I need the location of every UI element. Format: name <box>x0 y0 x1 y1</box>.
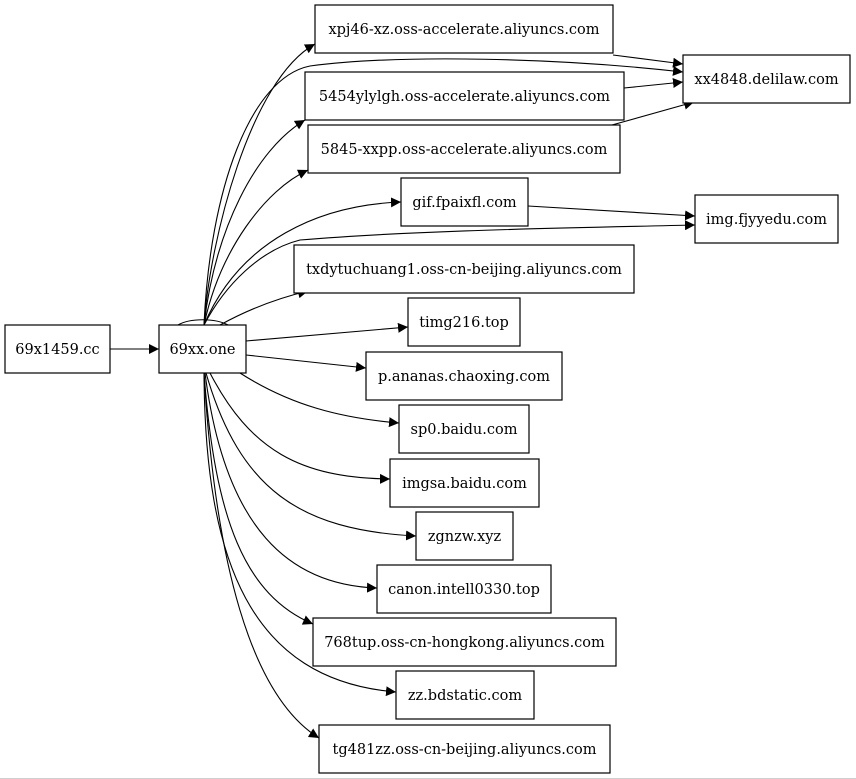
edge-69xx-self-loop <box>177 319 229 326</box>
edge-xpj46-to-xx4848 <box>612 54 684 68</box>
node-label-tg481: tg481zz.oss-cn-beijing.aliyuncs.com <box>333 742 597 758</box>
edge-69xx-to-gif <box>203 197 402 326</box>
edge-69xx-to-zz <box>203 372 397 697</box>
nodes-layer: 69x1459.cc 69xx.one xpj46-xz.oss-acceler… <box>4 4 851 774</box>
edge-69xx-to-xx4848 <box>203 58 684 326</box>
node-5454: 5454ylylgh.oss-accelerate.aliyuncs.com <box>304 71 625 121</box>
node-label-zgnzw: zgnzw.xyz <box>428 529 502 545</box>
node-zgnzw: zgnzw.xyz <box>415 511 514 561</box>
node-ananas: p.ananas.chaoxing.com <box>365 351 563 401</box>
node-label-zz: zz.bdstatic.com <box>408 688 522 704</box>
node-label-txdy: txdytuchuang1.oss-cn-beijing.aliyuncs.co… <box>306 262 622 278</box>
node-label-canon: canon.intell0330.top <box>388 582 540 598</box>
node-xx4848: xx4848.delilaw.com <box>682 54 851 104</box>
node-timg: timg216.top <box>407 297 521 347</box>
edge-gif-to-fjyy <box>527 205 696 221</box>
node-gif: gif.fpaixfl.com <box>400 177 529 227</box>
node-tg481: tg481zz.oss-cn-beijing.aliyuncs.com <box>318 724 611 774</box>
node-label-fjyy: img.fjyyedu.com <box>706 212 827 228</box>
node-label-gif: gif.fpaixfl.com <box>412 195 517 211</box>
node-label-imgsa: imgsa.baidu.com <box>402 476 527 492</box>
node-sp0: sp0.baidu.com <box>398 404 530 454</box>
edge-69xx-to-768tup <box>203 372 314 625</box>
node-label-69x1459: 69x1459.cc <box>15 342 99 358</box>
edge-69xx-to-timg <box>245 322 409 342</box>
node-label-5454: 5454ylylgh.oss-accelerate.aliyuncs.com <box>319 89 610 105</box>
node-fjyy: img.fjyyedu.com <box>694 194 839 244</box>
edge-69xx-to-5454 <box>203 119 306 326</box>
edge-5454-to-xx4848 <box>623 78 684 89</box>
edge-5845-to-xx4848 <box>611 99 695 126</box>
edge-69xx-to-ananas <box>245 354 367 372</box>
node-imgsa: imgsa.baidu.com <box>389 458 540 508</box>
node-label-timg: timg216.top <box>419 315 509 331</box>
node-label-xpj46: xpj46-xz.oss-accelerate.aliyuncs.com <box>328 22 599 38</box>
node-label-768tup: 768tup.oss-cn-hongkong.aliyuncs.com <box>324 635 605 651</box>
edge-69xx-to-imgsa <box>209 372 391 484</box>
node-768tup: 768tup.oss-cn-hongkong.aliyuncs.com <box>312 617 617 667</box>
node-69xx: 69xx.one <box>158 324 247 374</box>
node-69x1459: 69x1459.cc <box>4 324 111 374</box>
node-txdy: txdytuchuang1.oss-cn-beijing.aliyuncs.co… <box>293 244 635 294</box>
edge-69xx-to-5845 <box>203 169 309 326</box>
node-label-69xx: 69xx.one <box>169 342 235 358</box>
node-label-ananas: p.ananas.chaoxing.com <box>378 369 550 385</box>
edge-69xx-to-txdy <box>219 288 309 326</box>
node-xpj46: xpj46-xz.oss-accelerate.aliyuncs.com <box>314 4 614 54</box>
node-label-xx4848: xx4848.delilaw.com <box>694 72 838 88</box>
edges-layer <box>110 43 696 739</box>
edge-69xx-to-sp0 <box>239 372 400 428</box>
edge-69xx-to-fjyy <box>203 220 696 326</box>
node-5845: 5845-xxpp.oss-accelerate.aliyuncs.com <box>307 124 621 174</box>
edge-69xx-to-canon <box>204 372 378 593</box>
edge-69xx-to-tg481 <box>203 372 320 739</box>
node-zz: zz.bdstatic.com <box>395 670 535 720</box>
node-label-5845: 5845-xxpp.oss-accelerate.aliyuncs.com <box>321 142 608 158</box>
node-canon: canon.intell0330.top <box>376 564 552 614</box>
edge-69xx-to-xpj46 <box>203 43 316 326</box>
node-label-sp0: sp0.baidu.com <box>411 422 518 438</box>
edge-69xx-to-zgnzw <box>205 372 417 541</box>
